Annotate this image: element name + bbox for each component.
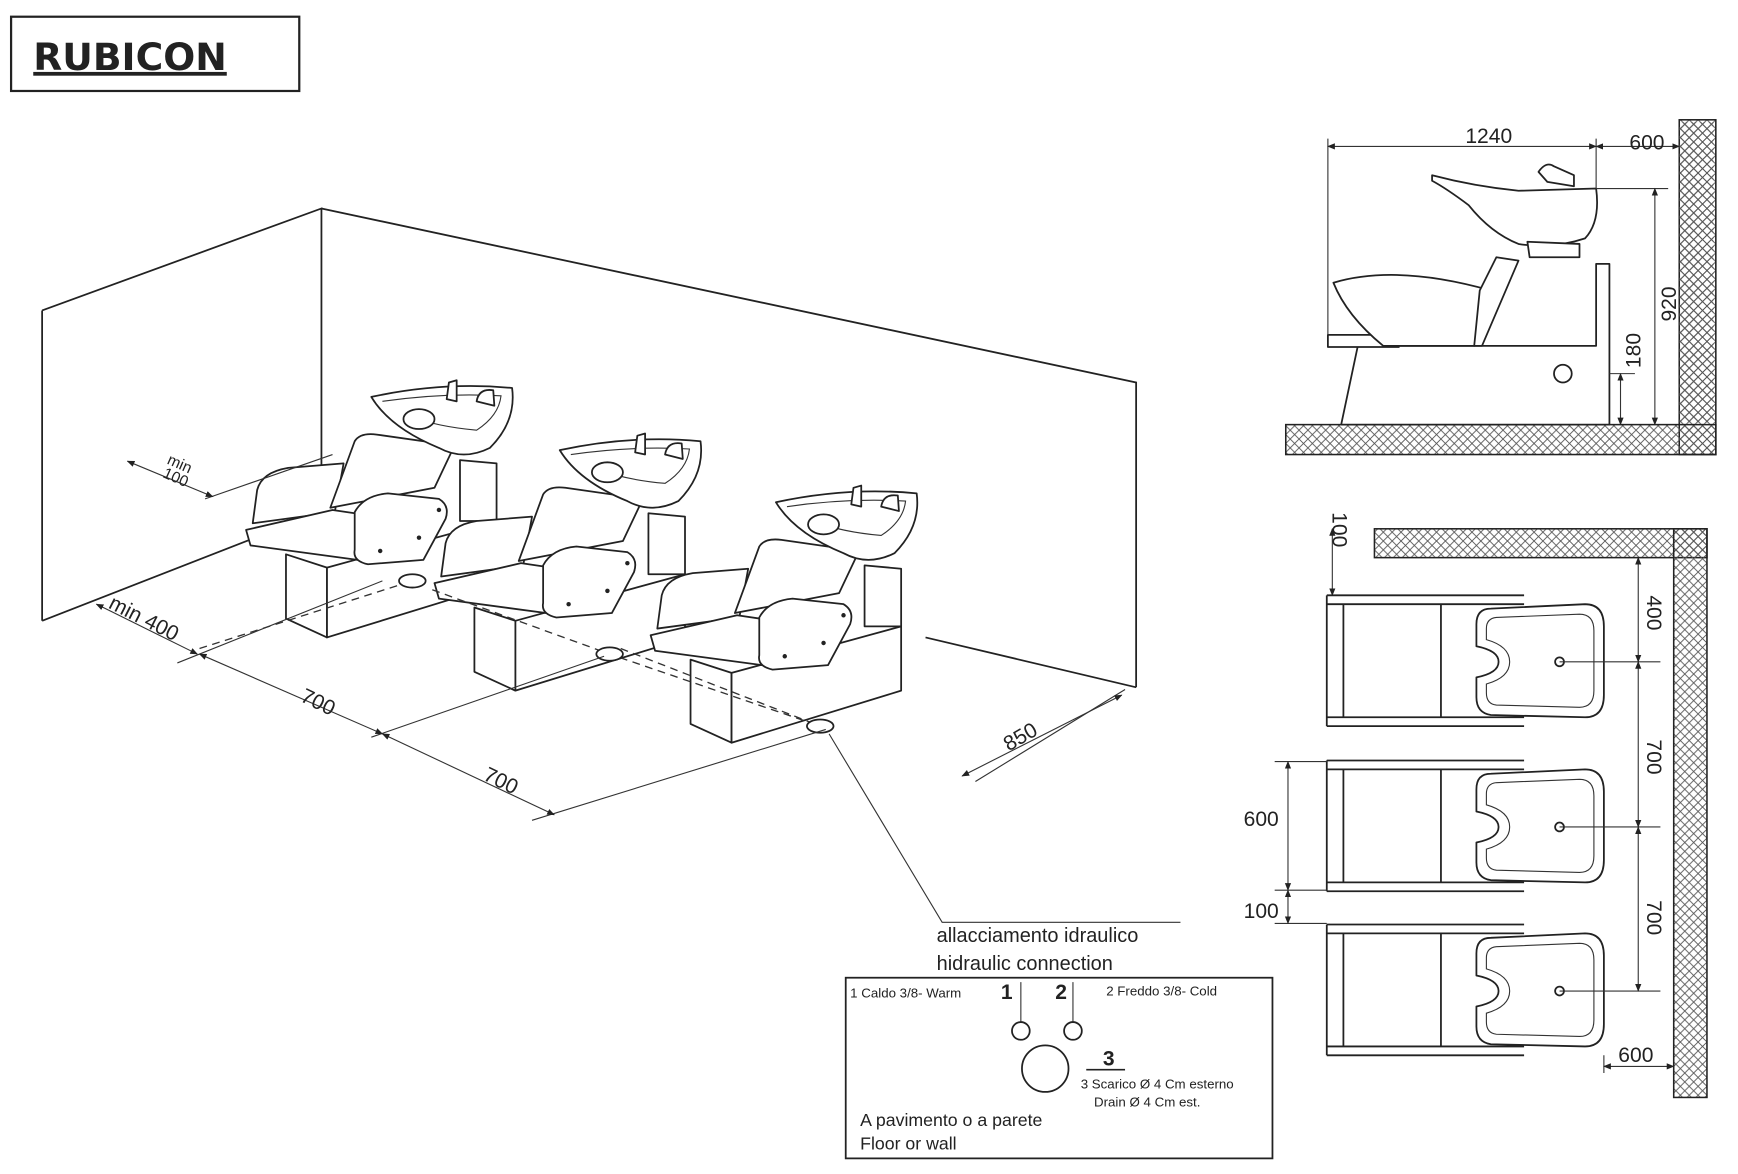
dim-700-label-2: 700 <box>480 763 522 799</box>
top-unit-3 <box>1325 923 1605 1057</box>
dim-spacing-2: 700 <box>1642 900 1665 935</box>
side-view: 1240 600 920 180 <box>1284 119 1717 456</box>
dim-first-axis: 400 <box>1642 595 1665 630</box>
top-wall-hatch <box>1373 528 1708 559</box>
drain-label-it: 3 Scarico Ø 4 Cm esterno <box>1081 1077 1234 1092</box>
dim-length: 1240 <box>1465 125 1512 148</box>
hydraulic-legend: allacciamento idraulico hidraulic connec… <box>844 925 1274 1160</box>
hydraulic-outlet-1 <box>398 573 427 589</box>
title: RUBICON <box>33 35 227 79</box>
dim-850 <box>961 694 1123 777</box>
right-wall-hatch <box>1672 528 1708 1099</box>
cold-label: 2 Freddo 3/8- Cold <box>1106 983 1217 998</box>
top-unit-1 <box>1325 594 1605 727</box>
drain-label-en: Drain Ø 4 Cm est. <box>1094 1094 1200 1109</box>
side-drain <box>1553 363 1573 384</box>
warm-pipe-icon <box>1011 1021 1031 1041</box>
title-box <box>9 15 301 93</box>
hydraulic-outlet-3 <box>806 718 835 734</box>
dim-height: 920 <box>1658 286 1681 321</box>
side-floor-hatch <box>1284 423 1717 456</box>
perspective-view: min 100 min 400 700 700 850 <box>41 207 1181 923</box>
mount-label-it: A pavimento o a parete <box>860 1110 1042 1130</box>
dim-min400-label: min 400 <box>105 591 182 645</box>
hydraulic-leader-line <box>828 733 1181 923</box>
cold-pipe-icon <box>1063 1021 1083 1041</box>
dim-basin-to-wall: 600 <box>1618 1044 1653 1067</box>
warm-number: 1 <box>1001 981 1013 1004</box>
dim-min100 <box>126 460 214 498</box>
dimension-lines <box>177 454 1126 821</box>
shampoo-unit-3 <box>649 484 919 744</box>
top-unit-2 <box>1325 759 1605 893</box>
top-view: 100 400 700 700 600 100 600 <box>1244 512 1708 1099</box>
hydraulic-label-en: hidraulic connection <box>937 953 1113 975</box>
cold-number: 2 <box>1055 981 1067 1004</box>
hydraulic-legend-box <box>844 976 1274 1160</box>
side-faucet <box>1537 163 1575 188</box>
mount-label-en: Floor or wall <box>860 1134 957 1154</box>
pipe-lines <box>1020 982 1074 1023</box>
dim-top-gap: 100 <box>1327 512 1350 547</box>
dim-unit-width: 600 <box>1244 808 1279 831</box>
hydraulic-label-it: allacciamento idraulico <box>937 925 1139 947</box>
warm-label: 1 Caldo 3/8- Warm <box>850 986 961 1001</box>
dim-850-label: 850 <box>1000 718 1042 755</box>
dim-700-label-1: 700 <box>297 684 339 720</box>
drain-icon <box>1021 1044 1070 1093</box>
dim-spacing-1: 700 <box>1642 739 1665 774</box>
dim-wall-gap: 600 <box>1629 132 1664 155</box>
room-walls <box>41 207 1138 689</box>
dim-700-2 <box>381 733 555 816</box>
dim-unit-gap: 100 <box>1244 900 1279 923</box>
dim-drain-height: 180 <box>1622 333 1645 368</box>
hydraulic-outlet-2 <box>595 646 624 662</box>
drain-number: 3 <box>1103 1047 1115 1070</box>
dim-700-1 <box>198 653 384 735</box>
dim-min400 <box>95 603 198 655</box>
